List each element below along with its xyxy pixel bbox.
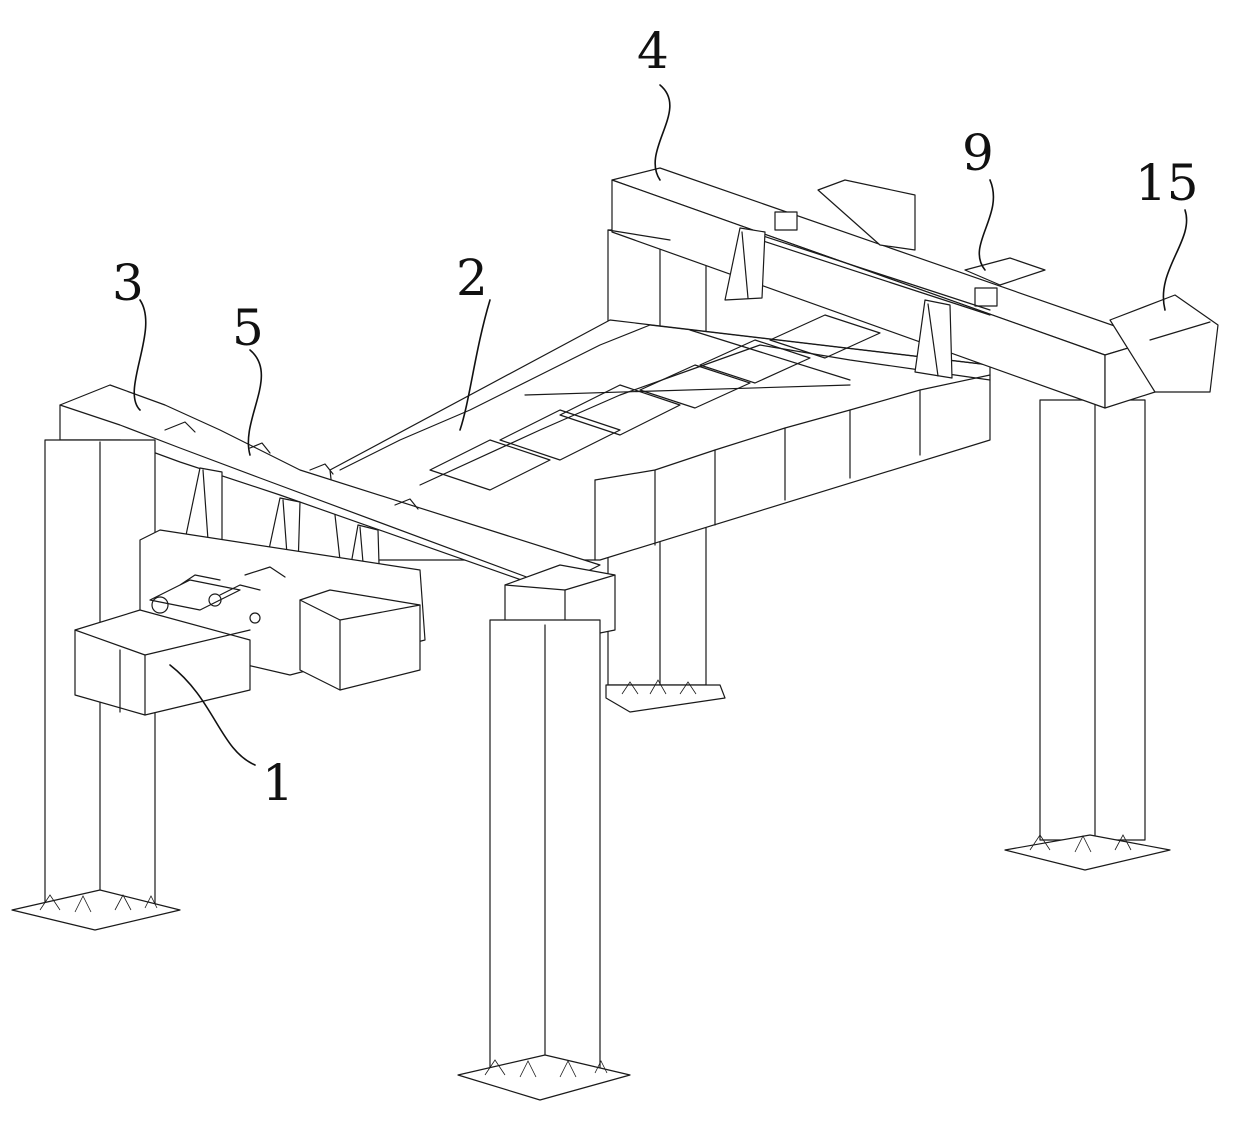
- leader-5: [247, 349, 263, 456]
- label-3: 3: [112, 254, 144, 312]
- leader-2: [459, 299, 491, 431]
- label-5: 5: [232, 299, 264, 357]
- leader-lines: [133, 84, 1188, 766]
- longitudinal-beam-2: [329, 314, 991, 561]
- column-front-right: [457, 619, 631, 1101]
- label-4: 4: [637, 22, 669, 80]
- leader-1: [169, 664, 256, 766]
- leader-15: [1162, 209, 1188, 311]
- label-2: 2: [456, 249, 488, 307]
- carriage-1: [74, 529, 426, 716]
- label-1: 1: [262, 754, 294, 812]
- column-back-right: [1004, 399, 1171, 871]
- leader-4: [654, 84, 671, 181]
- label-15: 15: [1135, 154, 1199, 212]
- leader-3: [133, 299, 147, 411]
- label-9: 9: [962, 124, 994, 182]
- leader-9: [978, 179, 995, 271]
- top-crossbeam-4: [607, 167, 1219, 409]
